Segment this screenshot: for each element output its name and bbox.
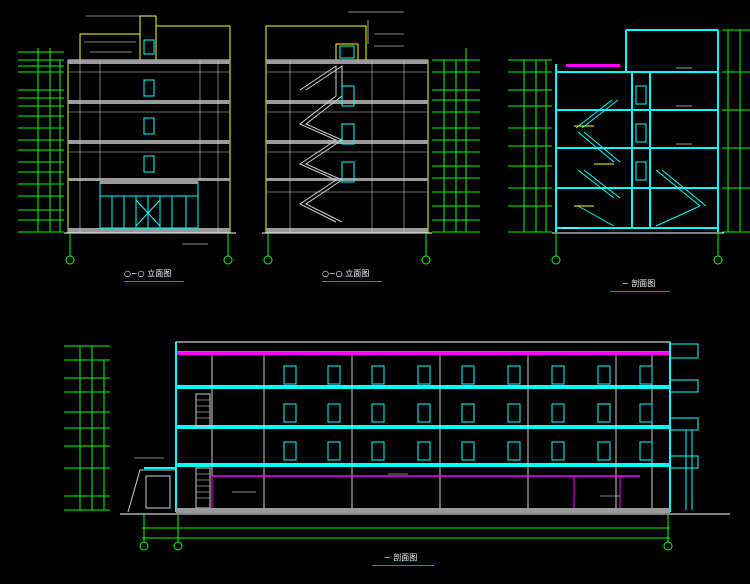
section-long-caption: ~ 剖面图 <box>384 553 418 562</box>
section-small-caption: ~ 剖面图 <box>622 279 656 288</box>
section-long <box>64 341 730 551</box>
section-long-caption-underline <box>372 565 434 566</box>
front-elevation-caption-underline <box>124 281 184 282</box>
front-elevation-caption: ○~○ 立面图 <box>124 269 172 278</box>
side-elevation-caption: ○~○ 立面图 <box>322 269 370 278</box>
side-elevation <box>262 11 480 265</box>
front-elevation <box>18 15 236 265</box>
side-elevation-caption-underline <box>322 281 382 282</box>
section-small-caption-underline <box>610 291 670 292</box>
section-small <box>508 29 750 265</box>
